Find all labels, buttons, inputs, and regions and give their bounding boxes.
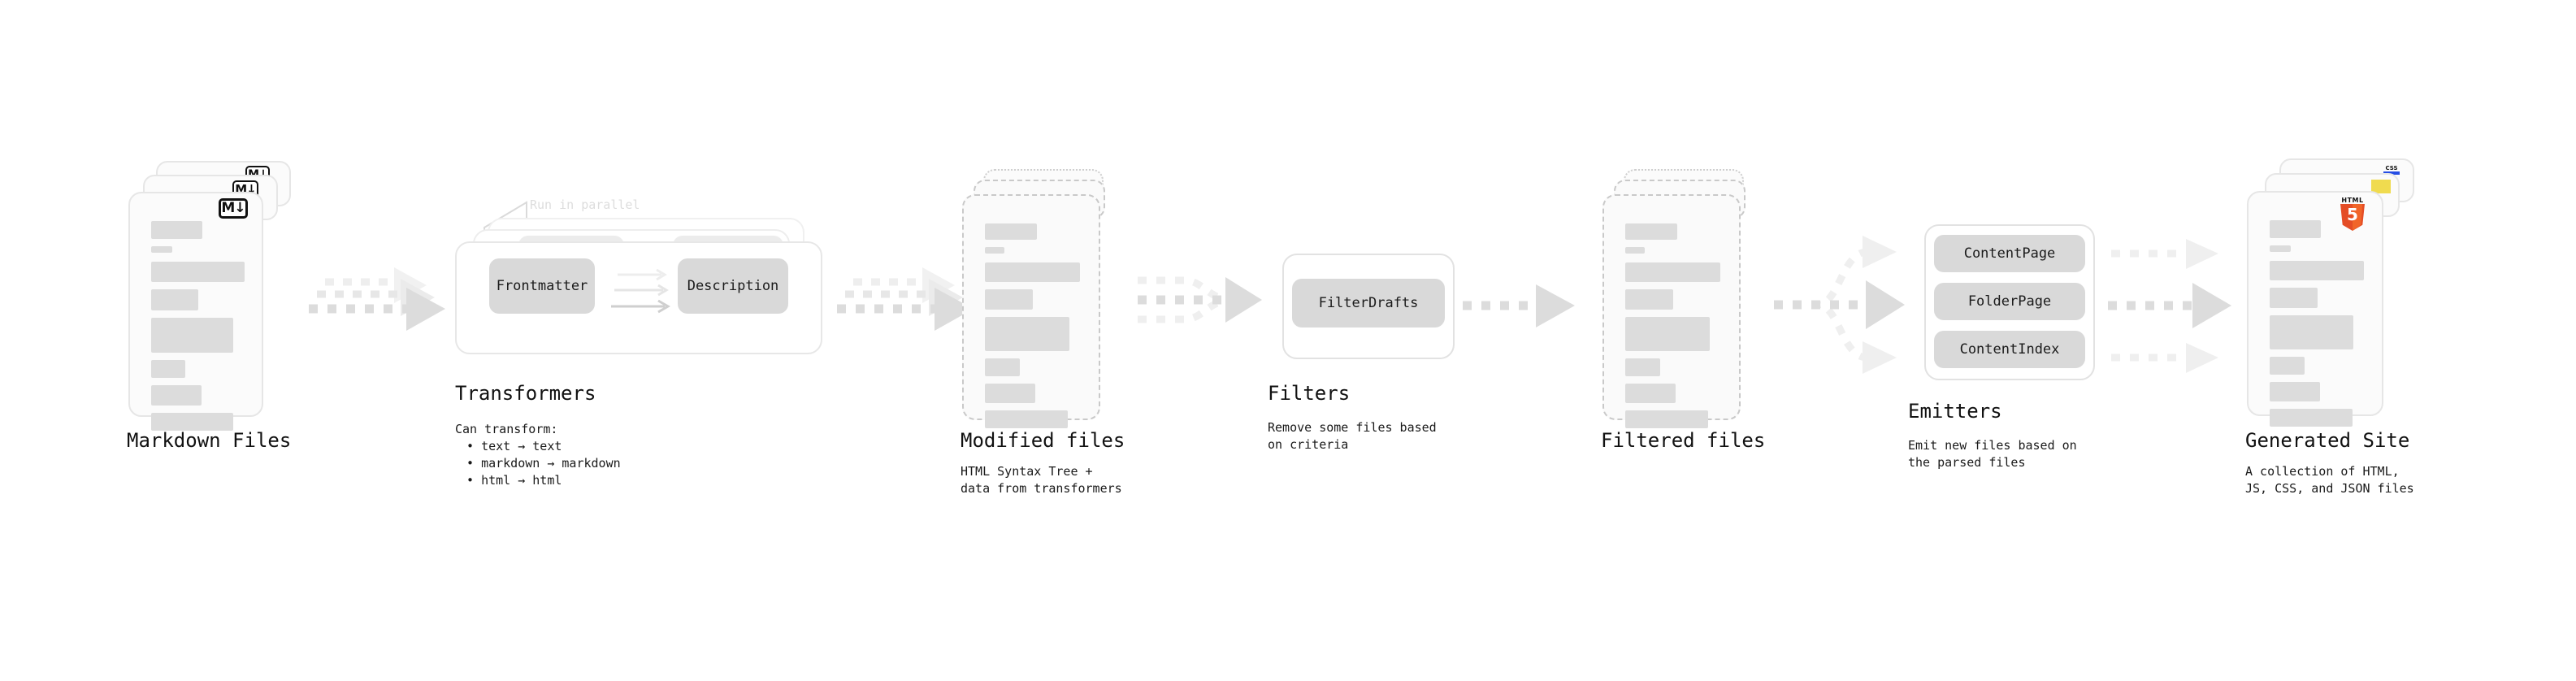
transformers-bullet-item: • html → html xyxy=(466,473,562,488)
emitters-subtitle: Emit new files based on the parsed files xyxy=(1908,438,2077,470)
connector-transformers-to-modified xyxy=(837,267,974,331)
transformer-internal-arrows xyxy=(611,268,670,314)
emitters-title: Emitters xyxy=(1908,400,2002,423)
filtered-file-placeholder-lines xyxy=(1625,223,1721,436)
connector-filters-to-filtered xyxy=(1463,284,1575,327)
transformers-bullet-item: • text → text xyxy=(466,439,562,453)
modified-files-title: Modified files xyxy=(961,429,1125,452)
filtered-files-title: Filtered files xyxy=(1601,429,1766,452)
html5-icon-shield: 5 xyxy=(2340,204,2365,231)
css3-icon-label: CSS xyxy=(2385,165,2398,171)
connector-modified-to-filters xyxy=(1138,276,1262,323)
connector-filtered-to-emitters xyxy=(1774,236,1905,374)
js-icon xyxy=(2371,180,2391,193)
modified-file-placeholder-lines xyxy=(985,223,1081,436)
markdown-files-stack: M↓ M↓ M↓ xyxy=(128,161,299,431)
filtered-file-card-front xyxy=(1602,194,1741,428)
html5-icon: HTML 5 xyxy=(2339,197,2366,231)
generated-site-placeholder-lines xyxy=(2270,220,2364,434)
markdown-files-title: Markdown Files xyxy=(127,429,292,452)
generated-site-title: Generated Site xyxy=(2245,429,2410,452)
filter-chip-filterdrafts[interactable]: FilterDrafts xyxy=(1292,279,1445,327)
transformers-bullet-text: markdown → markdown xyxy=(481,456,621,471)
run-in-parallel-label: Run in parallel xyxy=(530,197,640,212)
modified-file-card-front xyxy=(962,194,1100,428)
markdown-file-card-front xyxy=(128,192,263,431)
html5-icon-label: HTML xyxy=(2341,197,2364,204)
connector-markdown-to-transformers xyxy=(309,267,445,331)
connector-emitters-to-site xyxy=(2108,239,2231,373)
emitter-chip-contentpage[interactable]: ContentPage xyxy=(1934,235,2085,272)
emitter-chip-folderpage[interactable]: FolderPage xyxy=(1934,283,2085,320)
transformer-chip-frontmatter[interactable]: Frontmatter xyxy=(489,258,595,314)
modified-files-subtitle: HTML Syntax Tree + data from transformer… xyxy=(961,464,1122,496)
modified-files-stack xyxy=(962,169,1141,429)
generated-site-card-front xyxy=(2247,191,2383,427)
transformers-group: Frontmatter Description xyxy=(455,218,829,354)
emitter-chip-contentindex[interactable]: ContentIndex xyxy=(1934,331,2085,368)
markdown-file-placeholder-lines xyxy=(151,221,245,438)
transformers-bullet-text: html → html xyxy=(481,473,562,488)
filtered-files-stack xyxy=(1602,169,1781,429)
generated-site-subtitle: A collection of HTML, JS, CSS, and JSON … xyxy=(2245,464,2414,496)
html5-icon-number: 5 xyxy=(2347,205,2358,224)
transformer-chip-description[interactable]: Description xyxy=(678,258,788,314)
transformers-bullet-list: • text → text • markdown → markdown • ht… xyxy=(455,438,621,489)
filters-subtitle: Remove some files based on criteria xyxy=(1268,420,1437,452)
transformers-bullet-text: text → text xyxy=(481,439,562,453)
transformers-bullet-item: • markdown → markdown xyxy=(466,456,621,471)
transformers-subtitle: Can transform: xyxy=(455,422,558,436)
markdown-icon: M↓ xyxy=(219,198,248,219)
transformers-title: Transformers xyxy=(455,382,596,405)
filters-title: Filters xyxy=(1268,382,1351,405)
generated-site-stack: CSS HTML 5 xyxy=(2247,158,2434,427)
